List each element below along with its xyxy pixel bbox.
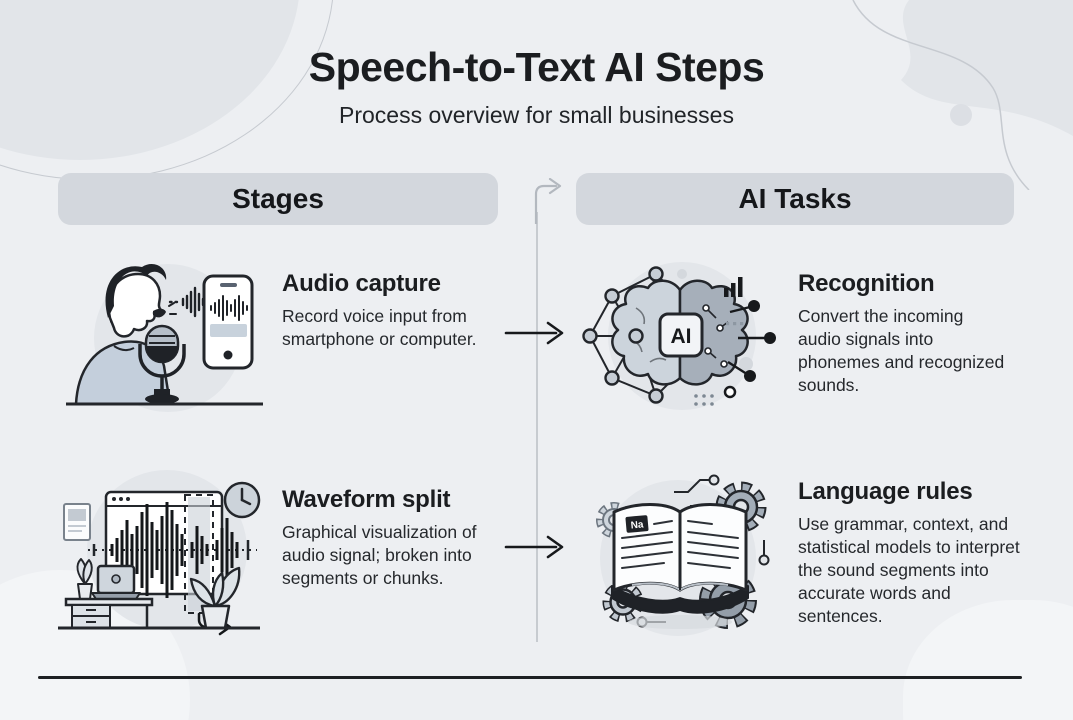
stage-card-waveform-split: Waveform split Graphical visualization o… [282, 486, 487, 590]
task-card-language-rules: Language rules Use grammar, context, and… [798, 478, 1034, 628]
language-rules-illustration-icon: Na [596, 474, 770, 636]
task-title: Language rules [798, 478, 973, 505]
book-glyph-label: Na [630, 519, 644, 531]
column-header-stages: Stages [58, 173, 498, 225]
task-description: Convert the incoming audio signals into … [798, 306, 1005, 396]
audio-capture-illustration-icon [66, 263, 263, 412]
curved-flow-arrow-icon [534, 178, 562, 224]
row1-arrow-icon [504, 321, 564, 345]
recognition-illustration-icon: AI [582, 262, 776, 410]
page-title: Speech-to-Text AI Steps [308, 44, 765, 90]
task-title: Recognition [798, 270, 935, 297]
page-subtitle: Process overview for small businesses [339, 102, 734, 128]
stage-title: Waveform split [282, 486, 451, 513]
stage-description: Graphical visualization of audio signal;… [282, 522, 477, 589]
row2-arrow-icon [504, 535, 564, 559]
task-card-recognition: Recognition Convert the incoming audio s… [798, 270, 1010, 397]
decor-blob-top-right [852, 0, 1073, 190]
column-divider-line [536, 212, 538, 642]
bottom-divider-line [38, 676, 1022, 679]
stage-card-audio-capture: Audio capture Record voice input from sm… [282, 270, 482, 351]
ai-chip-label: AI [671, 325, 692, 348]
waveform-split-illustration-icon [58, 470, 261, 636]
stage-title: Audio capture [282, 270, 441, 297]
column-header-stages-label: Stages [232, 183, 324, 214]
column-header-ai-tasks: AI Tasks [576, 173, 1014, 225]
stage-description: Record voice input from smartphone or co… [282, 306, 477, 350]
column-header-ai-tasks-label: AI Tasks [738, 183, 852, 214]
task-description: Use grammar, context, and statistical mo… [798, 514, 1020, 627]
